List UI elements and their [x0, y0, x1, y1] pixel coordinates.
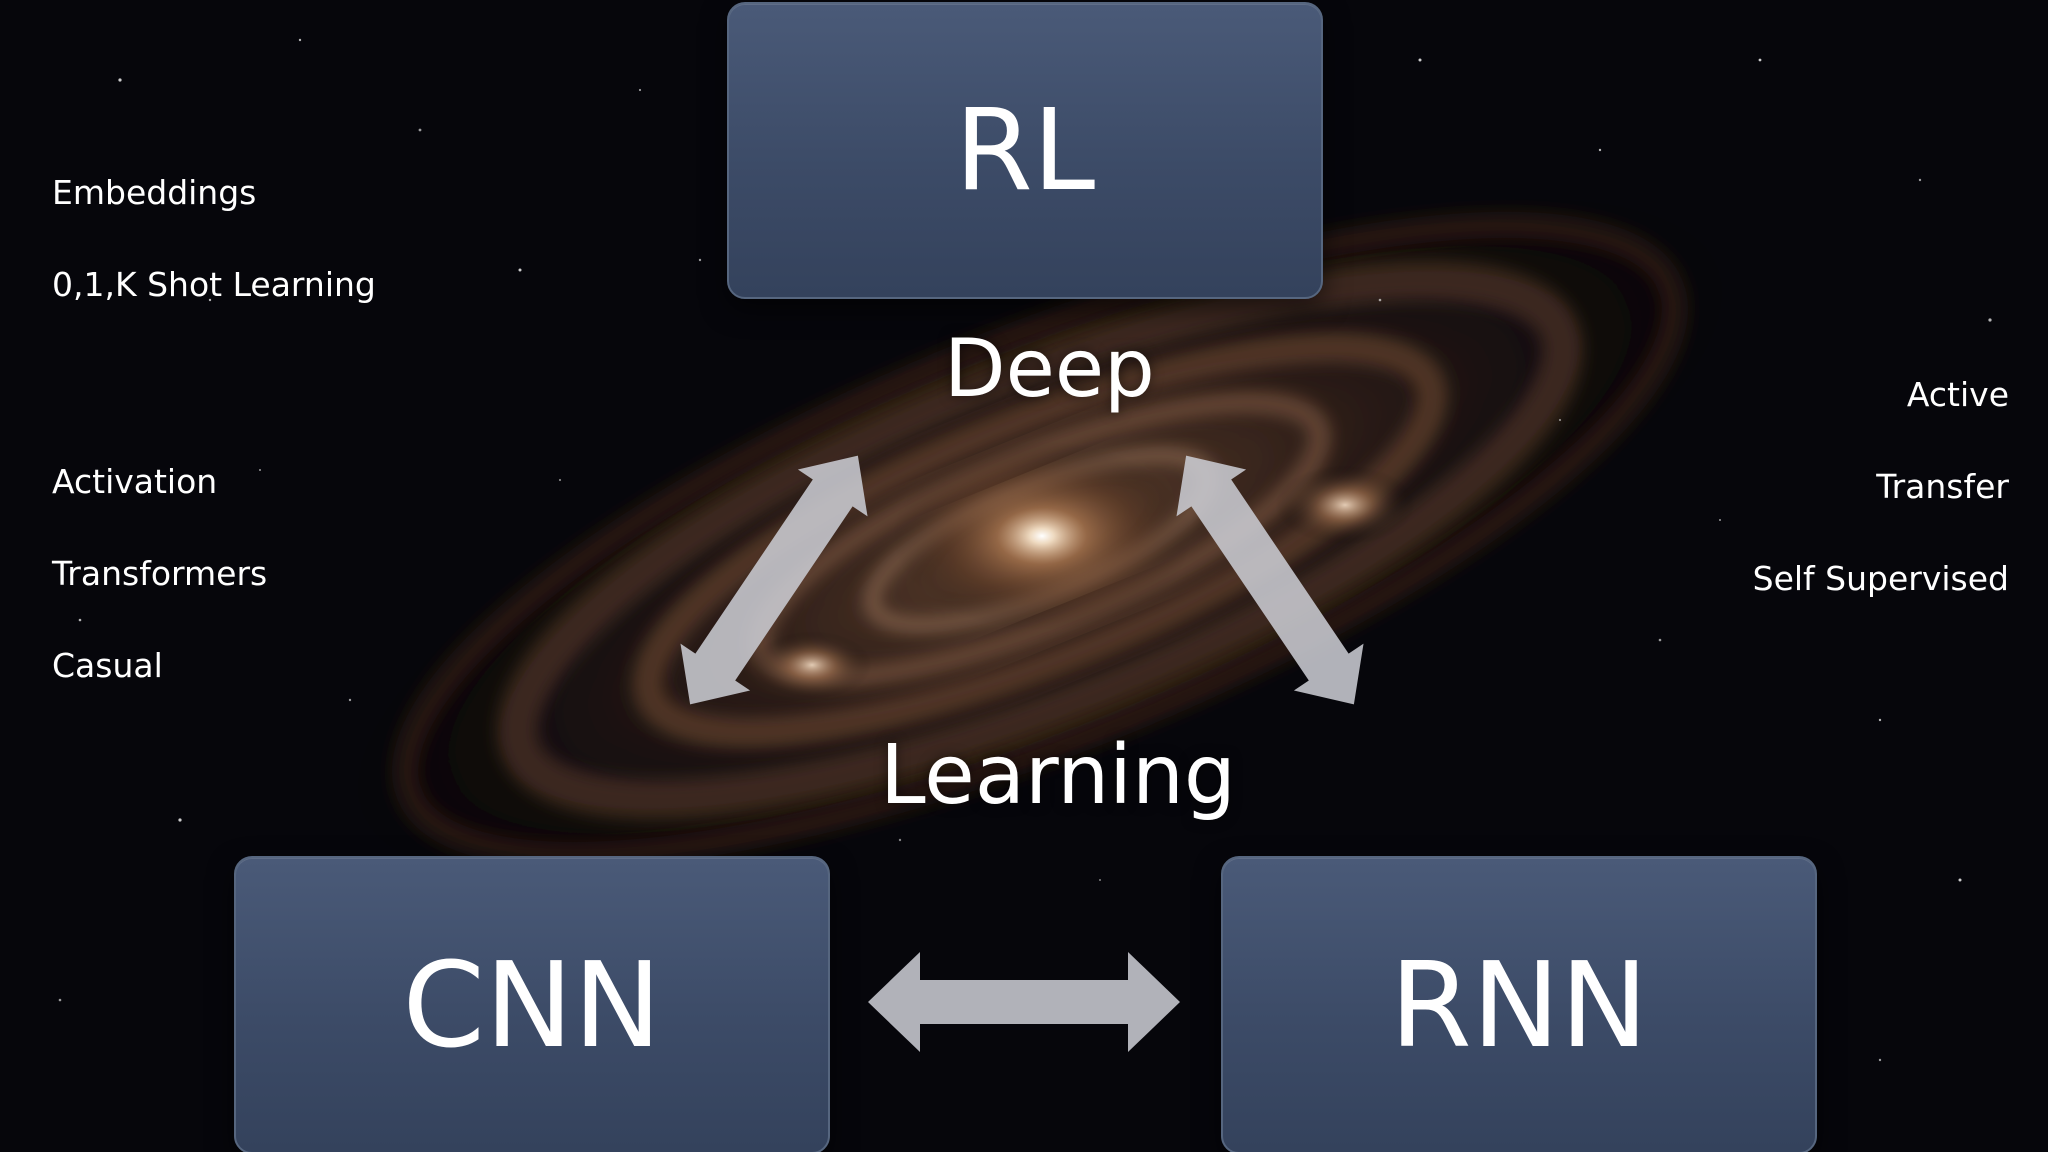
rl-label: RL: [954, 85, 1096, 216]
deep-label: Deep: [944, 322, 1155, 415]
term-transformers: Transformers: [52, 554, 268, 593]
term-activation: Activation: [52, 462, 218, 501]
cnn-label: CNN: [402, 936, 662, 1074]
term-self-supervised: Self Supervised: [1752, 559, 2009, 598]
term-embeddings: Embeddings: [52, 173, 257, 212]
term-active: Active: [1906, 375, 2009, 414]
rnn-box: RNN: [1221, 856, 1817, 1152]
left-term-list: Embeddings 0,1,K Shot Learning Activatio…: [0, 0, 420, 1152]
rnn-label: RNN: [1389, 936, 1649, 1074]
term-shot-learning: 0,1,K Shot Learning: [52, 265, 376, 304]
rl-box: RL: [727, 2, 1323, 299]
learning-label: Learning: [880, 728, 1236, 823]
right-term-list: Active Transfer Self Supervised: [1609, 0, 2009, 1152]
term-transfer: Transfer: [1876, 467, 2009, 506]
term-casual: Casual: [52, 646, 163, 685]
cnn-box: CNN: [234, 856, 830, 1152]
